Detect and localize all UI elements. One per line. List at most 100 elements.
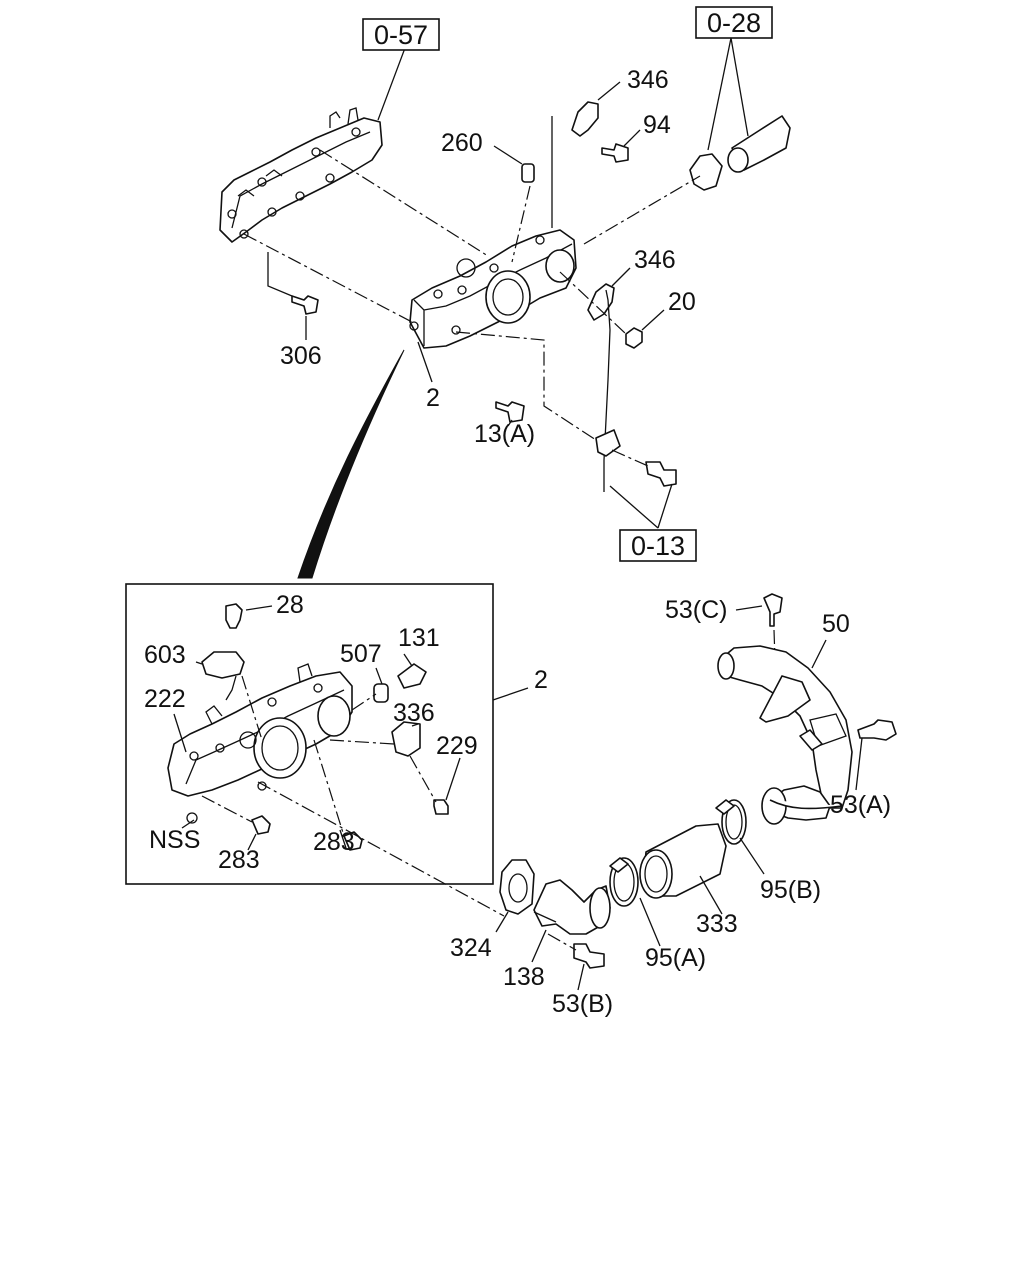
clamp-346-mid bbox=[587, 283, 615, 321]
leader bbox=[377, 47, 406, 121]
leader bbox=[375, 667, 383, 685]
align-line bbox=[329, 739, 395, 745]
leader bbox=[611, 267, 631, 287]
leader bbox=[739, 837, 765, 875]
leader bbox=[493, 145, 523, 165]
leader bbox=[597, 81, 621, 101]
bolt-28 bbox=[225, 603, 243, 629]
clamp-95a bbox=[609, 857, 639, 907]
bolt-13a bbox=[495, 401, 525, 423]
bolt-53b bbox=[573, 943, 605, 969]
align-line bbox=[351, 693, 377, 711]
leader bbox=[811, 639, 827, 669]
leader bbox=[173, 713, 187, 753]
callout-2-top: 2 bbox=[426, 384, 440, 412]
align-line bbox=[455, 331, 597, 441]
callout-53a: 53(A) bbox=[830, 791, 891, 819]
leader bbox=[609, 483, 673, 529]
leader bbox=[339, 829, 347, 849]
spacer-507 bbox=[373, 683, 389, 703]
callout-28: 28 bbox=[276, 591, 304, 619]
align-line bbox=[241, 675, 263, 741]
align-line bbox=[511, 185, 531, 263]
callout-50: 50 bbox=[822, 610, 850, 638]
leader bbox=[492, 687, 529, 701]
align-line bbox=[319, 149, 489, 257]
leader bbox=[531, 929, 547, 963]
callout-346-mid: 346 bbox=[634, 246, 676, 274]
bolt-94 bbox=[601, 143, 629, 163]
align-line bbox=[409, 755, 437, 803]
callout-95b: 95(B) bbox=[760, 876, 821, 904]
callout-131: 131 bbox=[398, 624, 440, 652]
callout-229: 229 bbox=[436, 732, 478, 760]
callout-333: 333 bbox=[696, 910, 738, 938]
callout-260: 260 bbox=[441, 129, 483, 157]
leader bbox=[641, 309, 665, 331]
ref-0-13: 0-13 bbox=[631, 531, 685, 561]
ref-0-57: 0-57 bbox=[374, 20, 428, 50]
callout-95a: 95(A) bbox=[645, 944, 706, 972]
callout-283a: 283 bbox=[218, 846, 260, 874]
align-line bbox=[559, 271, 627, 335]
leader bbox=[623, 129, 641, 147]
leader bbox=[445, 757, 461, 801]
leader bbox=[735, 605, 763, 611]
sensor-336 bbox=[391, 721, 421, 757]
leader bbox=[245, 605, 273, 611]
callout-nss: NSS bbox=[149, 826, 200, 854]
callout-324: 324 bbox=[450, 934, 492, 962]
clamp-346-top bbox=[571, 101, 599, 137]
bolt-53c bbox=[763, 593, 783, 627]
pipe-50 bbox=[717, 645, 853, 825]
leader bbox=[403, 653, 413, 667]
bolt-283b bbox=[251, 815, 271, 835]
callout-138: 138 bbox=[503, 963, 545, 991]
ref-box-0-57 bbox=[362, 18, 440, 51]
callout-13a: 13(A) bbox=[474, 420, 535, 448]
elbow-138 bbox=[533, 879, 611, 935]
callout-2-box: 2 bbox=[534, 666, 548, 694]
leader bbox=[855, 737, 863, 791]
callout-222: 222 bbox=[144, 685, 186, 713]
leader bbox=[181, 819, 195, 829]
leader bbox=[417, 341, 433, 383]
manifold-gasket bbox=[219, 107, 383, 243]
leader bbox=[507, 419, 513, 427]
pipe-0-28 bbox=[689, 115, 791, 191]
leader bbox=[495, 911, 509, 933]
align-line bbox=[547, 933, 577, 951]
align-line bbox=[243, 233, 413, 323]
bolt-306 bbox=[291, 295, 319, 315]
align-line bbox=[257, 781, 505, 917]
hose-333 bbox=[639, 823, 727, 899]
hose bbox=[225, 675, 237, 701]
callout-336: 336 bbox=[393, 699, 435, 727]
callout-20: 20 bbox=[668, 288, 696, 316]
leader bbox=[699, 875, 723, 915]
align-line bbox=[611, 449, 649, 467]
ref-box-0-28 bbox=[695, 6, 773, 39]
actuator-603 bbox=[201, 651, 245, 679]
callout-53c: 53(C) bbox=[665, 596, 728, 624]
callout-53b: 53(B) bbox=[552, 990, 613, 1018]
align-line bbox=[267, 252, 293, 297]
leader bbox=[639, 897, 661, 947]
screw-229 bbox=[433, 799, 449, 815]
clamp-95b bbox=[715, 799, 747, 845]
align-line bbox=[201, 795, 253, 823]
callout-94: 94 bbox=[643, 111, 671, 139]
callout-283b: 283 bbox=[313, 828, 355, 856]
callout-507: 507 bbox=[340, 640, 382, 668]
ref-box-0-13 bbox=[619, 529, 697, 562]
bracket-0-13 bbox=[595, 289, 677, 492]
leader bbox=[195, 661, 203, 665]
detail-arrow bbox=[297, 349, 405, 579]
bolt-53a bbox=[857, 719, 897, 741]
leader bbox=[707, 37, 749, 151]
ref-0-28: 0-28 bbox=[707, 8, 761, 38]
callout-306: 306 bbox=[280, 342, 322, 370]
align-line bbox=[313, 739, 345, 837]
leader bbox=[411, 723, 419, 727]
